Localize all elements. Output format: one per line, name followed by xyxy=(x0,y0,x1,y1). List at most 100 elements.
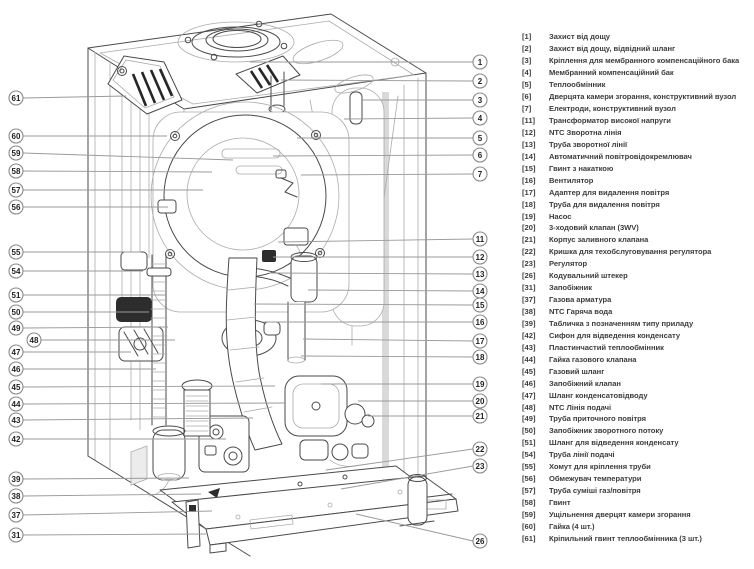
callout-5: 5 xyxy=(472,130,488,146)
legend-item-number: [1] xyxy=(522,32,532,42)
legend-item-number: [61] xyxy=(522,533,536,543)
legend-item: [50]Запобіжник зворотного потоку xyxy=(522,425,752,437)
legend-item-number: [60] xyxy=(522,521,536,531)
svg-text:58: 58 xyxy=(12,167,21,176)
leader-line-58 xyxy=(22,170,213,173)
callout-23: 23 xyxy=(472,458,488,474)
legend-item-label: Електроди, конструктивний вузол xyxy=(549,104,676,114)
svg-text:6: 6 xyxy=(478,151,483,160)
legend-item-label: Вентилятор xyxy=(549,175,594,185)
svg-text:43: 43 xyxy=(12,416,21,425)
callout-51: 51 xyxy=(8,287,24,303)
legend-item-number: [11] xyxy=(522,116,536,126)
tank-bracket xyxy=(349,91,363,125)
legend-item-label: Трансформатор високої напруги xyxy=(549,116,671,126)
legend-item: [37]Газова арматура xyxy=(522,294,752,306)
pump xyxy=(284,375,375,437)
leader-line-61 xyxy=(22,95,127,99)
svg-text:38: 38 xyxy=(12,492,21,501)
svg-text:49: 49 xyxy=(12,324,21,333)
svg-text:19: 19 xyxy=(476,380,485,389)
legend-item: [3]Кріплення для мембранного компенсацій… xyxy=(522,55,752,67)
legend-item: [59] Ущільнення дверцят камери згорання xyxy=(522,509,752,521)
legend-item-number: [58] xyxy=(522,498,536,508)
leader-line-44 xyxy=(22,402,287,405)
callout-2: 2 xyxy=(472,73,488,89)
callout-16: 16 xyxy=(472,314,488,330)
legend-item-number: [59] xyxy=(522,509,536,519)
callout-46: 46 xyxy=(8,361,24,377)
callout-21: 21 xyxy=(472,408,488,424)
legend-item-label: Захист від дощу xyxy=(549,32,610,42)
legend-item-number: [14] xyxy=(522,151,536,161)
legend-item-number: [2] xyxy=(522,44,532,54)
legend-item-number: [19] xyxy=(522,211,536,221)
legend-item-label: Газовий шланг xyxy=(549,366,605,376)
leader-line-23 xyxy=(340,465,474,490)
svg-text:44: 44 xyxy=(12,400,21,409)
legend-item-label: Труба зворотної лінії xyxy=(549,139,628,149)
legend-item-number: [38] xyxy=(522,307,536,317)
callout-37: 37 xyxy=(8,507,24,523)
callout-4: 4 xyxy=(472,110,488,126)
callout-44: 44 xyxy=(8,396,24,412)
legend-item: [12]NTC Зворотна лінія xyxy=(522,127,752,139)
legend-item-label: 3-ходовий клапан (3WV) xyxy=(549,223,639,233)
legend-item-number: [22] xyxy=(522,247,536,257)
legend-item: [31] Запобіжник xyxy=(522,282,752,294)
legend-item-label: Гвинт xyxy=(549,498,571,508)
legend-item-label: Регулятор xyxy=(549,259,588,269)
legend-item-number: [16] xyxy=(522,175,536,185)
callout-56: 56 xyxy=(8,199,24,215)
legend-item: [39]Табличка з позначенням типу приладу xyxy=(522,318,752,330)
callout-58: 58 xyxy=(8,163,24,179)
svg-text:23: 23 xyxy=(476,462,485,471)
legend-item: [45]Газовий шланг xyxy=(522,365,752,377)
leader-line-38 xyxy=(22,493,202,497)
three-way-valve xyxy=(299,439,369,467)
legend-item: [15]Гвинт з накаткою xyxy=(522,162,752,174)
legend-item: [5]Теплообмінник xyxy=(522,79,752,91)
svg-text:18: 18 xyxy=(476,353,485,362)
callout-60: 60 xyxy=(8,128,24,144)
legend-item-number: [31] xyxy=(522,283,536,293)
legend-item: [61] Кріпильний гвинт теплообмінника (3 ш… xyxy=(522,532,752,544)
legend-item-label: Кріпильний гвинт теплообмінника (3 шт.) xyxy=(549,533,702,543)
legend-item: [7]Електроди, конструктивний вузол xyxy=(522,103,752,115)
leader-line-15 xyxy=(253,303,474,306)
legend-item: [18]Труба для видалення повітря xyxy=(522,198,752,210)
legend-item-label: Запобіжник зворотного потоку xyxy=(549,426,664,436)
leader-line-4 xyxy=(343,117,474,120)
legend-item-number: [5] xyxy=(522,80,532,90)
leader-line-7 xyxy=(300,173,474,176)
legend-item-number: [54] xyxy=(522,450,536,460)
legend-item-number: [56] xyxy=(522,474,536,484)
legend-item-label: Запобіжник xyxy=(549,283,592,293)
svg-text:56: 56 xyxy=(12,203,21,212)
legend-item-number: [13] xyxy=(522,139,536,149)
callout-31: 31 xyxy=(8,527,24,543)
callout-20: 20 xyxy=(472,393,488,409)
callout-13: 13 xyxy=(472,266,488,282)
leader-line-45 xyxy=(22,385,276,388)
legend-item: [49]Труба приточного повітря xyxy=(522,413,752,425)
legend-item-label: Сифон для відведення конденсату xyxy=(549,330,681,340)
legend-item: [48]NTC Лінія подачі xyxy=(522,401,752,413)
legend-item: [19]Насос xyxy=(522,210,752,222)
rain-protection xyxy=(107,55,183,115)
svg-text:42: 42 xyxy=(12,435,21,444)
legend-item: [1] Захист від дощу xyxy=(522,31,752,43)
callout-3: 3 xyxy=(472,92,488,108)
svg-text:16: 16 xyxy=(476,318,485,327)
svg-text:57: 57 xyxy=(12,186,21,195)
legend-item: [58] Гвинт xyxy=(522,497,752,509)
svg-text:13: 13 xyxy=(476,270,485,279)
callout-48: 48 xyxy=(26,332,42,348)
condensate-siphon xyxy=(148,425,186,497)
legend-item: [51]Шланг для відведення конденсату xyxy=(522,437,752,449)
callout-7: 7 xyxy=(472,166,488,182)
legend-item-label: Ущільнення дверцят камери згорання xyxy=(549,509,691,519)
leader-line-14 xyxy=(307,289,474,292)
legend-item: [2]Захист від дощу, відвідний шланг xyxy=(522,43,752,55)
leader-line-37 xyxy=(22,510,213,516)
